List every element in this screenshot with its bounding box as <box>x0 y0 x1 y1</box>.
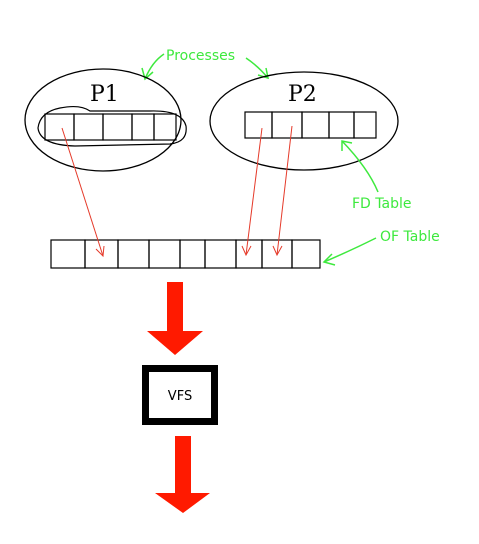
p1-fd-cell <box>73 113 104 141</box>
process-p2-ellipse <box>209 71 399 171</box>
of-table-pointer-head <box>322 253 336 266</box>
process-p1-label: P1 <box>90 82 119 107</box>
of-table <box>50 239 321 269</box>
of-table-pointer-arrow <box>322 237 377 266</box>
flow-arrow-from-vfs <box>155 436 210 513</box>
p1-fd-cell <box>153 113 177 141</box>
reference-arrow-p1 <box>61 127 104 257</box>
p2-fd-cell <box>301 111 330 139</box>
fd-table-pointer-line <box>341 140 379 193</box>
fd-table-label: FD Table <box>352 196 412 212</box>
reference-arrow-p2-a-head <box>241 245 252 257</box>
reference-arrow-p2-a <box>245 127 263 256</box>
reference-arrow-p2-b <box>276 125 293 256</box>
pointer-to-p2-head <box>257 67 269 80</box>
of-table-cell <box>148 239 181 269</box>
pointer-to-p1-head <box>141 67 154 81</box>
pointer-to-p2 <box>245 57 269 79</box>
reference-arrow-p1-head <box>95 245 105 258</box>
process-p2-label: P2 <box>288 82 317 107</box>
vfs-box: VFS <box>142 365 218 425</box>
p1-fd-cell <box>44 113 75 141</box>
p1-fd-cell <box>131 113 155 141</box>
process-p1-ellipse <box>24 68 182 172</box>
processes-label: Processes <box>166 48 235 64</box>
of-table-cell <box>204 239 237 269</box>
p1-fd-cell <box>102 113 133 141</box>
p2-fd-cell <box>353 111 377 139</box>
vfs-box-frame <box>142 365 218 425</box>
process-p1: P1 <box>24 68 187 172</box>
of-table-cell <box>117 239 150 269</box>
p2-fd-cell <box>328 111 355 139</box>
process-p2: P2 <box>209 71 399 171</box>
of-table-cell <box>235 239 263 269</box>
of-table-cell <box>179 239 206 269</box>
p2-fd-table <box>244 111 377 139</box>
fd-table-pointer-arrow <box>341 140 379 193</box>
vfs-label: VFS <box>168 389 192 404</box>
of-table-cell <box>291 239 321 269</box>
fd-table-pointer-head <box>341 140 353 151</box>
fd-to-of-references <box>61 125 293 258</box>
p2-fd-cell <box>244 111 273 139</box>
p2-fd-cell <box>271 111 303 139</box>
p1-fd-table-outline <box>37 105 187 147</box>
p1-fd-table <box>44 113 177 141</box>
of-table-pointer-line <box>323 237 377 263</box>
reference-arrow-p2-b-head <box>272 245 283 257</box>
flow-arrow-to-vfs <box>147 282 203 355</box>
of-table-cell <box>50 239 86 269</box>
processes-pointer-arrows <box>141 53 269 81</box>
of-table-label: OF Table <box>380 229 440 245</box>
pointer-to-p1 <box>144 53 165 80</box>
